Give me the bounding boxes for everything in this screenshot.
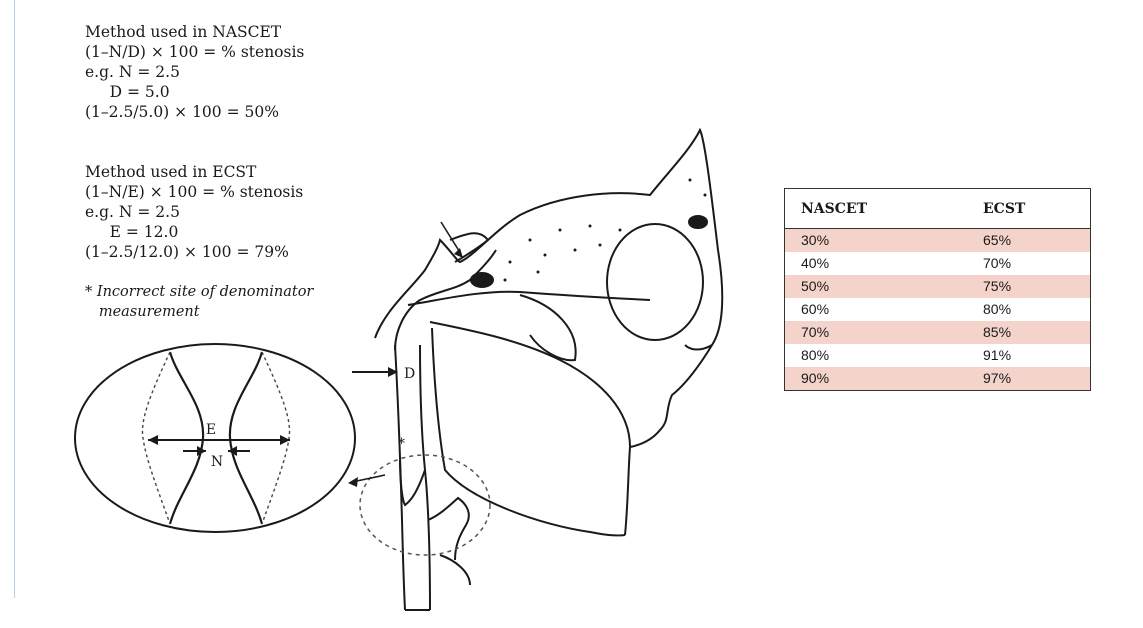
bulb-outline: [400, 460, 425, 505]
mandible-front: [430, 322, 630, 535]
label-asterisk: *: [398, 436, 405, 452]
table-row: 80% 91%: [785, 344, 1091, 367]
table-row: 40% 70%: [785, 252, 1091, 275]
condyle: [520, 295, 576, 360]
cell-nascet: 90%: [785, 367, 968, 391]
external-carotid-branch: [428, 498, 469, 560]
table-row: 50% 75%: [785, 275, 1091, 298]
magnify-connector-arrowhead: [348, 477, 358, 487]
cell-ecst: 75%: [967, 275, 1091, 298]
cell-ecst: 97%: [967, 367, 1091, 391]
internal-carotid-upper: [395, 250, 496, 350]
table-header-row: NASCET ECST: [785, 189, 1091, 229]
cell-nascet: 60%: [785, 298, 968, 321]
magnified-oval: [75, 344, 355, 532]
cell-nascet: 50%: [785, 275, 968, 298]
header-nascet: NASCET: [785, 189, 968, 229]
orbit: [607, 224, 703, 340]
cell-nascet: 30%: [785, 229, 968, 253]
table-row: 70% 85%: [785, 321, 1091, 344]
sinus-mark: [689, 216, 707, 228]
cell-ecst: 80%: [967, 298, 1091, 321]
table-row: 90% 97%: [785, 367, 1091, 391]
label-d: D: [404, 366, 415, 382]
cell-nascet: 70%: [785, 321, 968, 344]
cell-ecst: 91%: [967, 344, 1091, 367]
label-e: E: [206, 422, 216, 438]
header-ecst: ECST: [967, 189, 1091, 229]
table-row: 30% 65%: [785, 229, 1091, 253]
nose-maxilla-outline: [630, 345, 712, 447]
cell-ecst: 85%: [967, 321, 1091, 344]
label-n: N: [211, 454, 223, 470]
magnified-stenosis-view: E N: [75, 344, 355, 532]
cell-ecst: 70%: [967, 252, 1091, 275]
mandible-ramus: [432, 328, 625, 535]
nascet-ecst-comparison-table: NASCET ECST 30% 65% 40% 70% 50% 75% 60% …: [784, 188, 1091, 391]
table-row: 60% 80%: [785, 298, 1091, 321]
carotid-artery: [395, 345, 470, 610]
cell-ecst: 65%: [967, 229, 1091, 253]
cell-nascet: 40%: [785, 252, 968, 275]
skull-sketch: [375, 130, 722, 535]
cell-nascet: 80%: [785, 344, 968, 367]
skull-outline: [375, 130, 722, 350]
